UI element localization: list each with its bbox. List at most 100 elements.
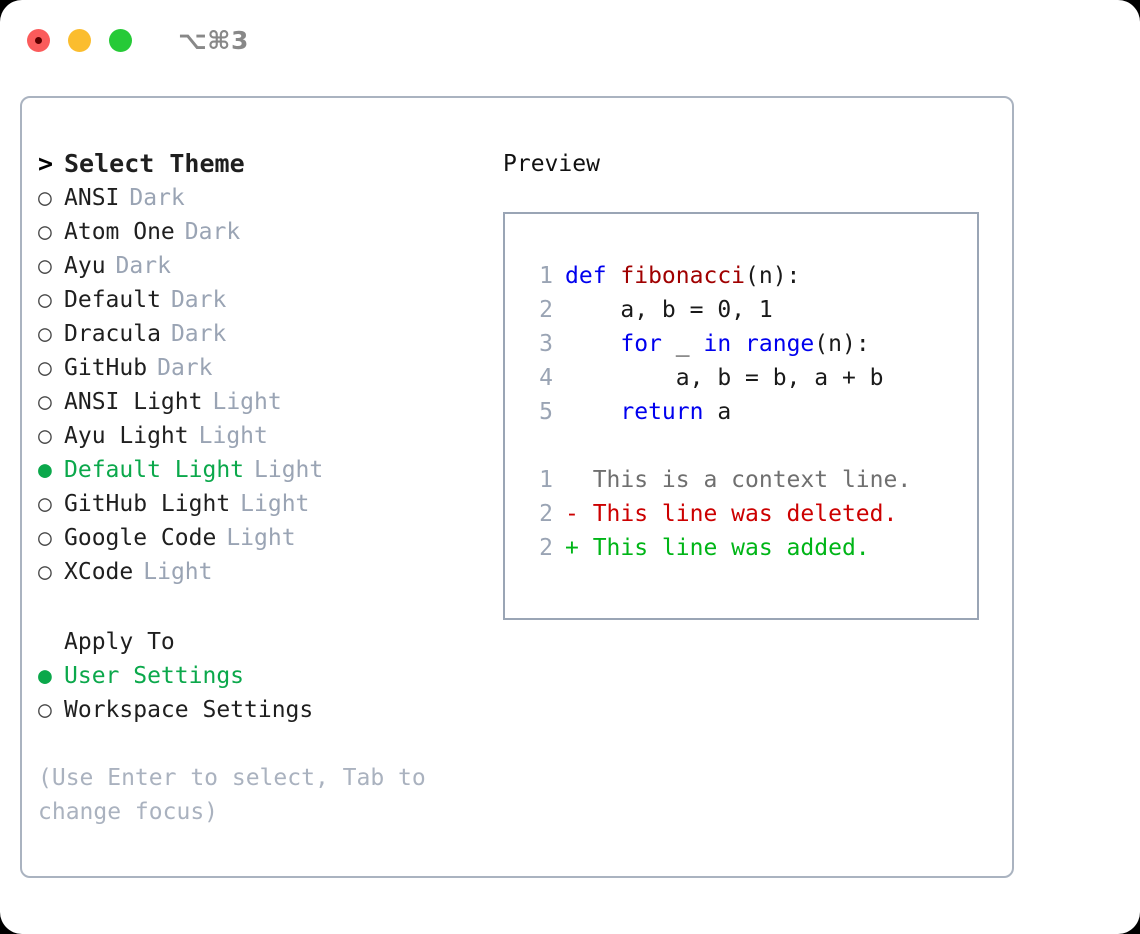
theme-option-label: ANSI — [64, 185, 120, 211]
keyboard-hint: (Use Enter to select, Tab to change focu… — [38, 765, 426, 825]
theme-option-label: XCode — [64, 559, 134, 585]
radio-unselected-icon[interactable]: ○ — [38, 525, 52, 551]
diff-line-text-del: - This line was deleted. — [565, 501, 898, 527]
code-line-text: a, b = 0, 1 — [565, 293, 773, 327]
code-token-plain: a, b = b, a + b — [565, 365, 884, 391]
theme-option-label: Atom One — [64, 219, 175, 245]
theme-option-row[interactable]: ○ Default Dark — [38, 283, 488, 317]
theme-option-label: Default — [64, 287, 161, 313]
radio-unselected-icon[interactable]: ○ — [38, 219, 52, 245]
radio-unselected-icon[interactable]: ○ — [38, 423, 52, 449]
preview-title: Preview — [503, 151, 600, 177]
apply-to-option-label: User Settings — [64, 663, 245, 689]
apply-to-option-row[interactable]: ○ Workspace Settings — [38, 693, 488, 727]
code-line-number: 1 — [539, 263, 553, 289]
code-token-plain: (n): — [814, 331, 870, 357]
radio-selected-icon[interactable]: ● — [38, 663, 52, 689]
code-token-plain: a — [703, 399, 732, 425]
theme-option-row[interactable]: ○ ANSI Dark — [38, 181, 488, 215]
minimize-button[interactable] — [68, 28, 91, 52]
diff-line-number: 1 — [539, 467, 553, 493]
close-button[interactable] — [27, 28, 50, 52]
diff-line-text-add: + This line was added. — [565, 535, 870, 561]
code-line-number: 5 — [539, 399, 553, 425]
theme-option-label: Ayu — [64, 253, 106, 279]
theme-option-label: ANSI Light — [64, 389, 203, 415]
theme-variant-badge: Light — [198, 423, 268, 449]
radio-unselected-icon[interactable]: ○ — [38, 253, 52, 279]
theme-option-row[interactable]: ● Default Light Light — [38, 453, 488, 487]
code-token-plain: (n): — [745, 263, 801, 289]
title-bar: ⌥⌘3 — [0, 0, 1140, 80]
traffic-light-group — [27, 28, 132, 52]
radio-unselected-icon[interactable]: ○ — [38, 389, 52, 415]
theme-variant-badge: Light — [254, 457, 324, 483]
diff-sample: 1 This is a context line. 2 - This line wa… — [523, 463, 977, 565]
code-token-plain: _ — [661, 331, 704, 357]
code-line-text: return a — [565, 395, 731, 429]
theme-variant-badge: Dark — [170, 287, 227, 313]
diff-line-text-ctx: This is a context line. — [565, 467, 912, 493]
radio-unselected-icon[interactable]: ○ — [38, 559, 52, 585]
radio-unselected-icon[interactable]: ○ — [38, 185, 52, 211]
code-line-number: 3 — [539, 331, 553, 357]
code-line: 2 a, b = 0, 1 — [523, 293, 977, 327]
code-line-number: 4 — [539, 365, 553, 391]
code-line-text: for _ in range(n): — [565, 327, 870, 361]
theme-option-row[interactable]: ○ Ayu Dark — [38, 249, 488, 283]
code-token-kw: range — [745, 331, 815, 357]
code-token-plain — [565, 399, 620, 425]
window-title: ⌥⌘3 — [178, 25, 249, 55]
theme-option-label: Google Code — [64, 525, 217, 551]
radio-selected-icon[interactable]: ● — [38, 457, 52, 483]
theme-variant-badge: Dark — [129, 185, 185, 211]
theme-variant-badge: Dark — [157, 355, 213, 381]
diff-line-number: 2 — [539, 501, 553, 527]
select-theme-heading: > Select Theme — [38, 147, 488, 181]
apply-to-option-label: Workspace Settings — [64, 697, 314, 723]
theme-variant-badge: Light — [226, 525, 296, 551]
code-token-kw: in — [703, 331, 732, 357]
code-token-plain: a, b = 0, 1 — [565, 297, 773, 323]
code-token-fn: fibonacci — [620, 263, 746, 289]
spacer — [38, 589, 488, 625]
diff-line: 1 This is a context line. — [523, 463, 977, 497]
code-line-text: a, b = b, a + b — [565, 361, 884, 395]
radio-unselected-icon[interactable]: ○ — [38, 491, 52, 517]
code-token-kw: def — [565, 263, 621, 289]
theme-option-label: Dracula — [64, 321, 161, 347]
apply-to-heading: ○ Apply To — [38, 625, 488, 659]
theme-option-row[interactable]: ○ ANSI Light Light — [38, 385, 488, 419]
apply-to-option-row[interactable]: ● User Settings — [38, 659, 488, 693]
apply-to-option-list: ● User Settings ○ Workspace Settings — [38, 659, 488, 727]
zoom-button[interactable] — [109, 28, 132, 52]
code-token-plain — [565, 331, 620, 357]
theme-option-label: Default Light — [64, 457, 245, 483]
apply-to-heading-label: Apply To — [64, 629, 175, 655]
diff-line: 2 - This line was deleted. — [523, 497, 977, 531]
radio-unselected-icon[interactable]: ○ — [38, 355, 52, 381]
code-token-kw: for — [620, 331, 662, 357]
code-line-number: 2 — [539, 297, 553, 323]
spacer — [523, 429, 977, 463]
spacer — [38, 727, 488, 757]
theme-variant-badge: Light — [212, 389, 282, 415]
theme-variant-badge: Dark — [115, 253, 171, 279]
theme-option-row[interactable]: ○ GitHub Dark — [38, 351, 488, 385]
code-line: 5 return a — [523, 395, 977, 429]
radio-unselected-icon[interactable]: ○ — [38, 287, 52, 313]
theme-option-row[interactable]: ○ Google Code Light — [38, 521, 488, 555]
theme-option-label: GitHub — [64, 355, 148, 381]
radio-unselected-icon[interactable]: ○ — [38, 321, 52, 347]
diff-line-number: 2 — [539, 535, 553, 561]
code-line: 1 def fibonacci(n): — [523, 259, 977, 293]
radio-unselected-icon[interactable]: ○ — [38, 697, 52, 723]
